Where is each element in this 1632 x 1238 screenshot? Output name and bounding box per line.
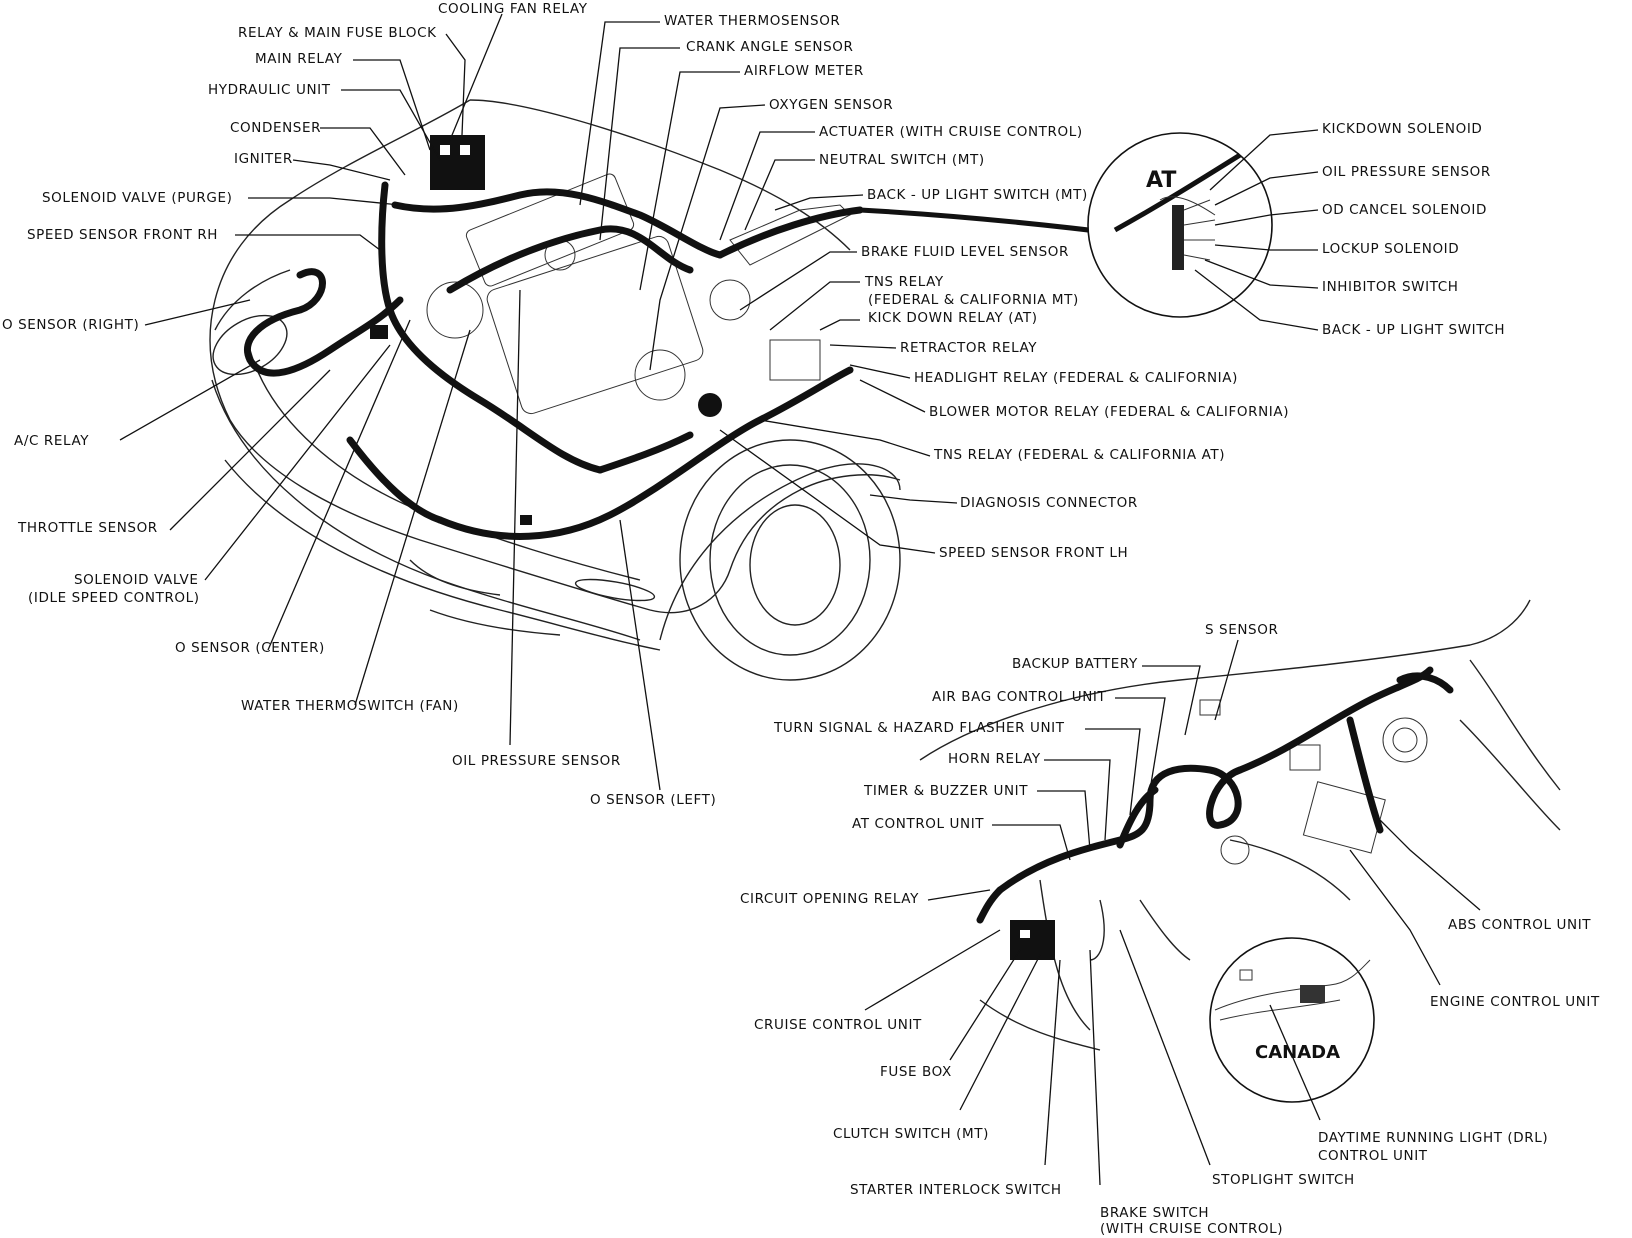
- label-lockup-solenoid: LOCKUP SOLENOID: [1322, 241, 1460, 257]
- label-condenser: CONDENSER: [230, 120, 322, 136]
- label-backup-battery: BACKUP BATTERY: [1012, 656, 1138, 672]
- label-water-thermosensor: WATER THERMOSENSOR: [664, 13, 841, 29]
- label-at-control-unit: AT CONTROL UNIT: [852, 816, 985, 832]
- label-brake-switch: BRAKE SWITCH: [1100, 1205, 1210, 1221]
- dashboard-body-outline: [919, 599, 1561, 1051]
- at-inset-title: AT: [1146, 168, 1177, 193]
- label-o-sensor-left: O SENSOR (LEFT): [590, 792, 717, 808]
- label-inhibitor-switch: INHIBITOR SWITCH: [1322, 279, 1459, 295]
- label-starter-interlock-switch: STARTER INTERLOCK SWITCH: [850, 1182, 1062, 1198]
- label-brake-switch-sub: (WITH CRUISE CONTROL): [1100, 1221, 1284, 1237]
- label-s-sensor: S SENSOR: [1205, 622, 1279, 638]
- label-circuit-opening-relay: CIRCUIT OPENING RELAY: [740, 891, 919, 907]
- label-tns-relay: TNS RELAY: [865, 274, 944, 290]
- canada-inset-title: CANADA: [1255, 1042, 1341, 1063]
- label-tns-relay-at: TNS RELAY (FEDERAL & CALIFORNIA AT): [934, 447, 1226, 463]
- label-cruise-control-unit: CRUISE CONTROL UNIT: [754, 1017, 922, 1033]
- label-turn-signal-flasher: TURN SIGNAL & HAZARD FLASHER UNIT: [774, 720, 1065, 736]
- leader-lines: [119, 13, 1481, 1186]
- engine-bay-body-outline: [209, 99, 901, 681]
- label-backup-light-switch-at: BACK - UP LIGHT SWITCH: [1322, 322, 1506, 338]
- label-speed-sensor-front-lh: SPEED SENSOR FRONT LH: [939, 545, 1129, 561]
- label-speed-sensor-front-rh: SPEED SENSOR FRONT RH: [27, 227, 219, 243]
- engine-wiring-harness: [244, 181, 1131, 540]
- label-crank-angle-sensor: CRANK ANGLE SENSOR: [686, 39, 854, 55]
- label-clutch-switch: CLUTCH SWITCH (MT): [833, 1126, 989, 1142]
- label-oil-pressure-sensor-at: OIL PRESSURE SENSOR: [1322, 164, 1491, 180]
- label-brake-fluid-level-sensor: BRAKE FLUID LEVEL SENSOR: [861, 244, 1069, 260]
- label-throttle-sensor: THROTTLE SENSOR: [18, 520, 158, 536]
- label-relay-main-fuse-block: RELAY & MAIN FUSE BLOCK: [238, 25, 437, 41]
- label-od-cancel-solenoid: OD CANCEL SOLENOID: [1322, 202, 1487, 218]
- label-retractor-relay: RETRACTOR RELAY: [900, 340, 1038, 356]
- label-o-sensor-center: O SENSOR (CENTER): [175, 640, 325, 656]
- label-cooling-fan-relay: COOLING FAN RELAY: [438, 1, 588, 17]
- label-drl-sub: CONTROL UNIT: [1318, 1148, 1428, 1164]
- label-timer-buzzer-unit: TIMER & BUZZER UNIT: [864, 783, 1029, 799]
- label-engine-control-unit: ENGINE CONTROL UNIT: [1430, 994, 1600, 1010]
- label-main-relay: MAIN RELAY: [255, 51, 343, 67]
- label-fuse-box: FUSE BOX: [880, 1064, 952, 1080]
- label-backup-light-switch-mt: BACK - UP LIGHT SWITCH (MT): [867, 187, 1088, 203]
- label-oxygen-sensor: OXYGEN SENSOR: [769, 97, 894, 113]
- label-ac-relay: A/C RELAY: [14, 433, 90, 449]
- label-blower-motor-relay: BLOWER MOTOR RELAY (FEDERAL & CALIFORNIA…: [929, 404, 1290, 420]
- label-abs-control-unit: ABS CONTROL UNIT: [1448, 917, 1592, 933]
- label-headlight-relay: HEADLIGHT RELAY (FEDERAL & CALIFORNIA): [914, 370, 1238, 386]
- label-tns-relay-sub: (FEDERAL & CALIFORNIA MT): [868, 292, 1079, 308]
- label-neutral-switch: NEUTRAL SWITCH (MT): [819, 152, 985, 168]
- label-kickdown-solenoid: KICKDOWN SOLENOID: [1322, 121, 1483, 137]
- label-hydraulic-unit: HYDRAULIC UNIT: [208, 82, 331, 98]
- label-solenoid-valve-purge: SOLENOID VALVE (PURGE): [42, 190, 233, 206]
- label-drl: DAYTIME RUNNING LIGHT (DRL): [1318, 1130, 1549, 1146]
- label-water-thermoswitch-fan: WATER THERMOSWITCH (FAN): [241, 698, 459, 714]
- dashboard-wiring-harness: [976, 666, 1454, 924]
- label-igniter: IGNITER: [234, 151, 293, 167]
- label-solenoid-valve-isc-sub: (IDLE SPEED CONTROL): [28, 590, 200, 606]
- label-solenoid-valve-isc: SOLENOID VALVE: [74, 572, 199, 588]
- label-diagnosis-connector: DIAGNOSIS CONNECTOR: [960, 495, 1138, 511]
- label-stoplight-switch: STOPLIGHT SWITCH: [1212, 1172, 1355, 1188]
- label-kick-down-relay: KICK DOWN RELAY (AT): [868, 310, 1038, 326]
- label-airflow-meter: AIRFLOW METER: [744, 63, 864, 79]
- label-horn-relay: HORN RELAY: [948, 751, 1041, 767]
- label-actuater: ACTUATER (WITH CRUISE CONTROL): [819, 124, 1083, 140]
- canada-inset-circle: [1209, 937, 1375, 1103]
- at-inset-circle: [1087, 132, 1273, 318]
- label-air-bag-control-unit: AIR BAG CONTROL UNIT: [932, 689, 1107, 705]
- label-oil-pressure-sensor-engine: OIL PRESSURE SENSOR: [452, 753, 621, 769]
- label-o-sensor-right: O SENSOR (RIGHT): [2, 317, 140, 333]
